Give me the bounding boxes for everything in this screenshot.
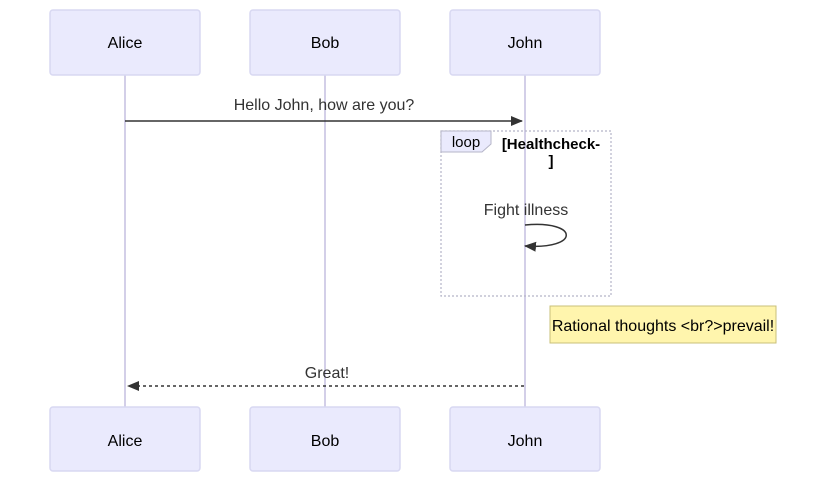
loop-condition: [Healthcheck- [502, 136, 600, 153]
message-fight-illness: Fight illness [484, 202, 568, 252]
note-box [549, 305, 777, 344]
actor-bottom-john[interactable]: John [449, 406, 601, 472]
self-message-arrow [524, 223, 567, 252]
actor-label: Bob [311, 433, 340, 450]
actor-top-alice[interactable]: Alice [49, 9, 201, 76]
actor-label: Bob [311, 35, 340, 52]
note-text: Rational thoughts <br?>prevail! [552, 318, 774, 335]
loop-label: loop [452, 134, 480, 151]
loop-block: loop [Healthcheck- ] [440, 130, 612, 297]
message-label: Hello John, how are you? [234, 97, 415, 114]
loop-frame [440, 130, 612, 297]
actor-label: John [508, 433, 543, 450]
actor-label: John [508, 35, 543, 52]
actor-box [249, 406, 401, 472]
message-label: Fight illness [484, 202, 568, 219]
note: Rational thoughts <br?>prevail! [549, 305, 777, 344]
actor-label: Alice [108, 35, 143, 52]
actor-box [449, 406, 601, 472]
message-label: Great! [305, 365, 349, 382]
actor-bottom-bob[interactable]: Bob [249, 406, 401, 472]
actor-top-bob[interactable]: Bob [249, 9, 401, 76]
actor-box [449, 9, 601, 76]
actor-label: Alice [108, 433, 143, 450]
loop-condition-end: ] [549, 153, 554, 170]
actor-bottom-alice[interactable]: Alice [49, 406, 201, 472]
actor-box [249, 9, 401, 76]
message-great: Great! [127, 365, 524, 391]
actor-top-john[interactable]: John [449, 9, 601, 76]
actor-box [49, 406, 201, 472]
actor-box [49, 9, 201, 76]
loop-tab [440, 130, 492, 153]
message-hello: Hello John, how are you? [125, 97, 523, 126]
